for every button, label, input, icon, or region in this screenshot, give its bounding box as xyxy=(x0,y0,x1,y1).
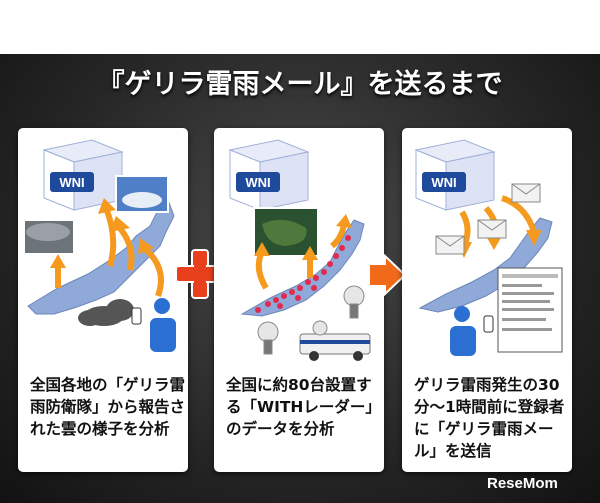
japan-map-icon xyxy=(418,217,553,313)
mail-envelope-icon xyxy=(435,183,541,255)
panel-2-illustration: WNI xyxy=(228,139,371,361)
radar-dome-icon xyxy=(257,285,365,355)
phone-icon xyxy=(483,315,494,333)
wni-label: WNI xyxy=(245,175,270,190)
panel-radar-data: WNI 全国に約80台設置する「WITHレーダー」のデータを分析 xyxy=(214,128,384,472)
logo-text: ReseMom xyxy=(487,475,558,492)
wni-label: WNI xyxy=(59,175,84,190)
wni-label: WNI xyxy=(431,175,456,190)
person-icon xyxy=(450,306,476,356)
panel-1-illustration: WNI xyxy=(23,139,176,352)
panel-3-caption: ゲリラ雷雨発生の30分～1時間前に登録者に「ゲリラ雷雨メール」を送信 xyxy=(414,376,565,460)
storm-cloud-icon xyxy=(78,299,134,326)
arrow-right-icon xyxy=(368,254,407,296)
panel-send-mail: WNI ゲリラ雷雨発生の30分～1時間前に登録者に「ゲリラ雷雨メール」を送信 xyxy=(402,128,572,472)
panel-1-caption: 全国各地の「ゲリラ雷雨防衛隊」から報告された雲の様子を分析 xyxy=(30,376,186,438)
panel-3-illustration: WNI xyxy=(414,139,563,356)
phone-icon xyxy=(131,307,142,325)
japan-map-icon xyxy=(27,197,175,315)
radar-dots xyxy=(255,235,351,313)
radar-truck-icon xyxy=(299,320,371,361)
wni-cube-icon xyxy=(414,139,496,211)
person-icon xyxy=(150,298,176,352)
plus-icon xyxy=(175,249,225,299)
email-screen-icon xyxy=(497,267,563,353)
panel-2-caption: 全国に約80台設置する「WITHレーダー」のデータを分析 xyxy=(226,376,381,438)
wni-cube-icon xyxy=(228,139,310,211)
resemom-logo: ReseMom xyxy=(487,475,558,492)
panel-cloud-reports: WNI 全国各地の「ゲリラ雷雨防衛隊」から報告された雲の様子を分析 xyxy=(18,128,188,472)
page-title: 『ゲリラ雷雨メール』を送るまで xyxy=(97,69,503,100)
